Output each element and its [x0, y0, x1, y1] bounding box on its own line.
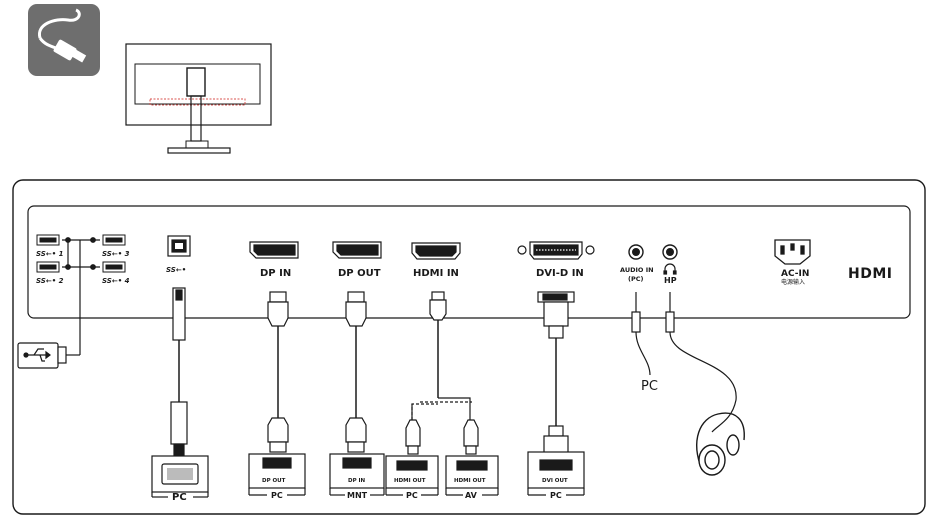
dp-out-label: DP OUT	[338, 268, 381, 279]
dvi-pc-device	[527, 451, 585, 496]
mnt-device	[329, 453, 385, 496]
dvi-pc-label: PC	[550, 491, 562, 500]
dvi-pc-port-label: DVI OUT	[542, 478, 568, 484]
dp-pc-device	[248, 453, 306, 496]
usb-upstream-label: SS←•	[166, 266, 186, 274]
dp-in-cable	[267, 291, 289, 453]
dp-out-cable	[345, 291, 367, 453]
usb-upstream-port[interactable]	[167, 235, 191, 257]
ac-in-port[interactable]	[774, 239, 811, 265]
hdmi-in-label: HDMI IN	[413, 268, 459, 279]
hdmi-pc-port-label: HDMI OUT	[394, 478, 426, 484]
hdmi-cable	[405, 291, 479, 455]
hdmi-av-device	[445, 455, 499, 496]
mnt-port-label: DP IN	[348, 478, 366, 484]
usb-port-4-label: SS←• 4	[102, 277, 130, 285]
hp-cable	[665, 292, 737, 433]
hdmi-logo: HDMI	[848, 266, 892, 282]
usb-hub	[36, 234, 126, 356]
dp-in-label: DP IN	[260, 268, 291, 279]
usb-b-cable	[170, 287, 188, 457]
ac-in-label: AC-IN	[781, 269, 809, 279]
usb-port-2-label: SS←• 2	[36, 277, 64, 285]
headphones-small-icon	[663, 263, 677, 275]
hdmi-in-port[interactable]	[411, 242, 461, 260]
usb-port-1-label: SS←• 1	[36, 250, 64, 258]
audio-in-label: AUDIO IN	[620, 266, 654, 274]
audio-in-port[interactable]	[628, 244, 644, 260]
dp-out-port[interactable]	[332, 241, 382, 259]
audio-in-sub-label: (PC)	[628, 275, 644, 283]
back-panel	[12, 179, 926, 515]
dvi-in-port[interactable]	[517, 241, 595, 260]
monitor-icon	[125, 43, 272, 154]
dp-pc-label: PC	[271, 491, 283, 500]
cable-icon	[28, 4, 100, 76]
hdmi-pc-device	[385, 455, 439, 496]
usb-pc-label: PC	[172, 492, 187, 503]
dp-in-port[interactable]	[249, 241, 299, 259]
dp-pc-port-label: DP OUT	[262, 478, 286, 484]
hdmi-pc-label: PC	[406, 491, 418, 500]
dvi-cable	[537, 291, 575, 461]
ac-in-cn-label: 电源输入	[781, 278, 805, 286]
usb-port-3-label: SS←• 3	[102, 250, 130, 258]
hp-label: HP	[664, 276, 677, 285]
headphones-icon	[696, 412, 745, 476]
hp-port[interactable]	[662, 244, 678, 260]
hdmi-av-port-label: HDMI OUT	[454, 478, 486, 484]
usb-icon	[17, 342, 67, 369]
audio-pc-label: PC	[641, 379, 658, 394]
hdmi-av-label: AV	[465, 491, 478, 500]
dvi-in-label: DVI-D IN	[536, 268, 584, 279]
usb-pc-device	[151, 455, 209, 498]
audio-cable	[631, 292, 651, 376]
mnt-label: MNT	[347, 491, 368, 500]
